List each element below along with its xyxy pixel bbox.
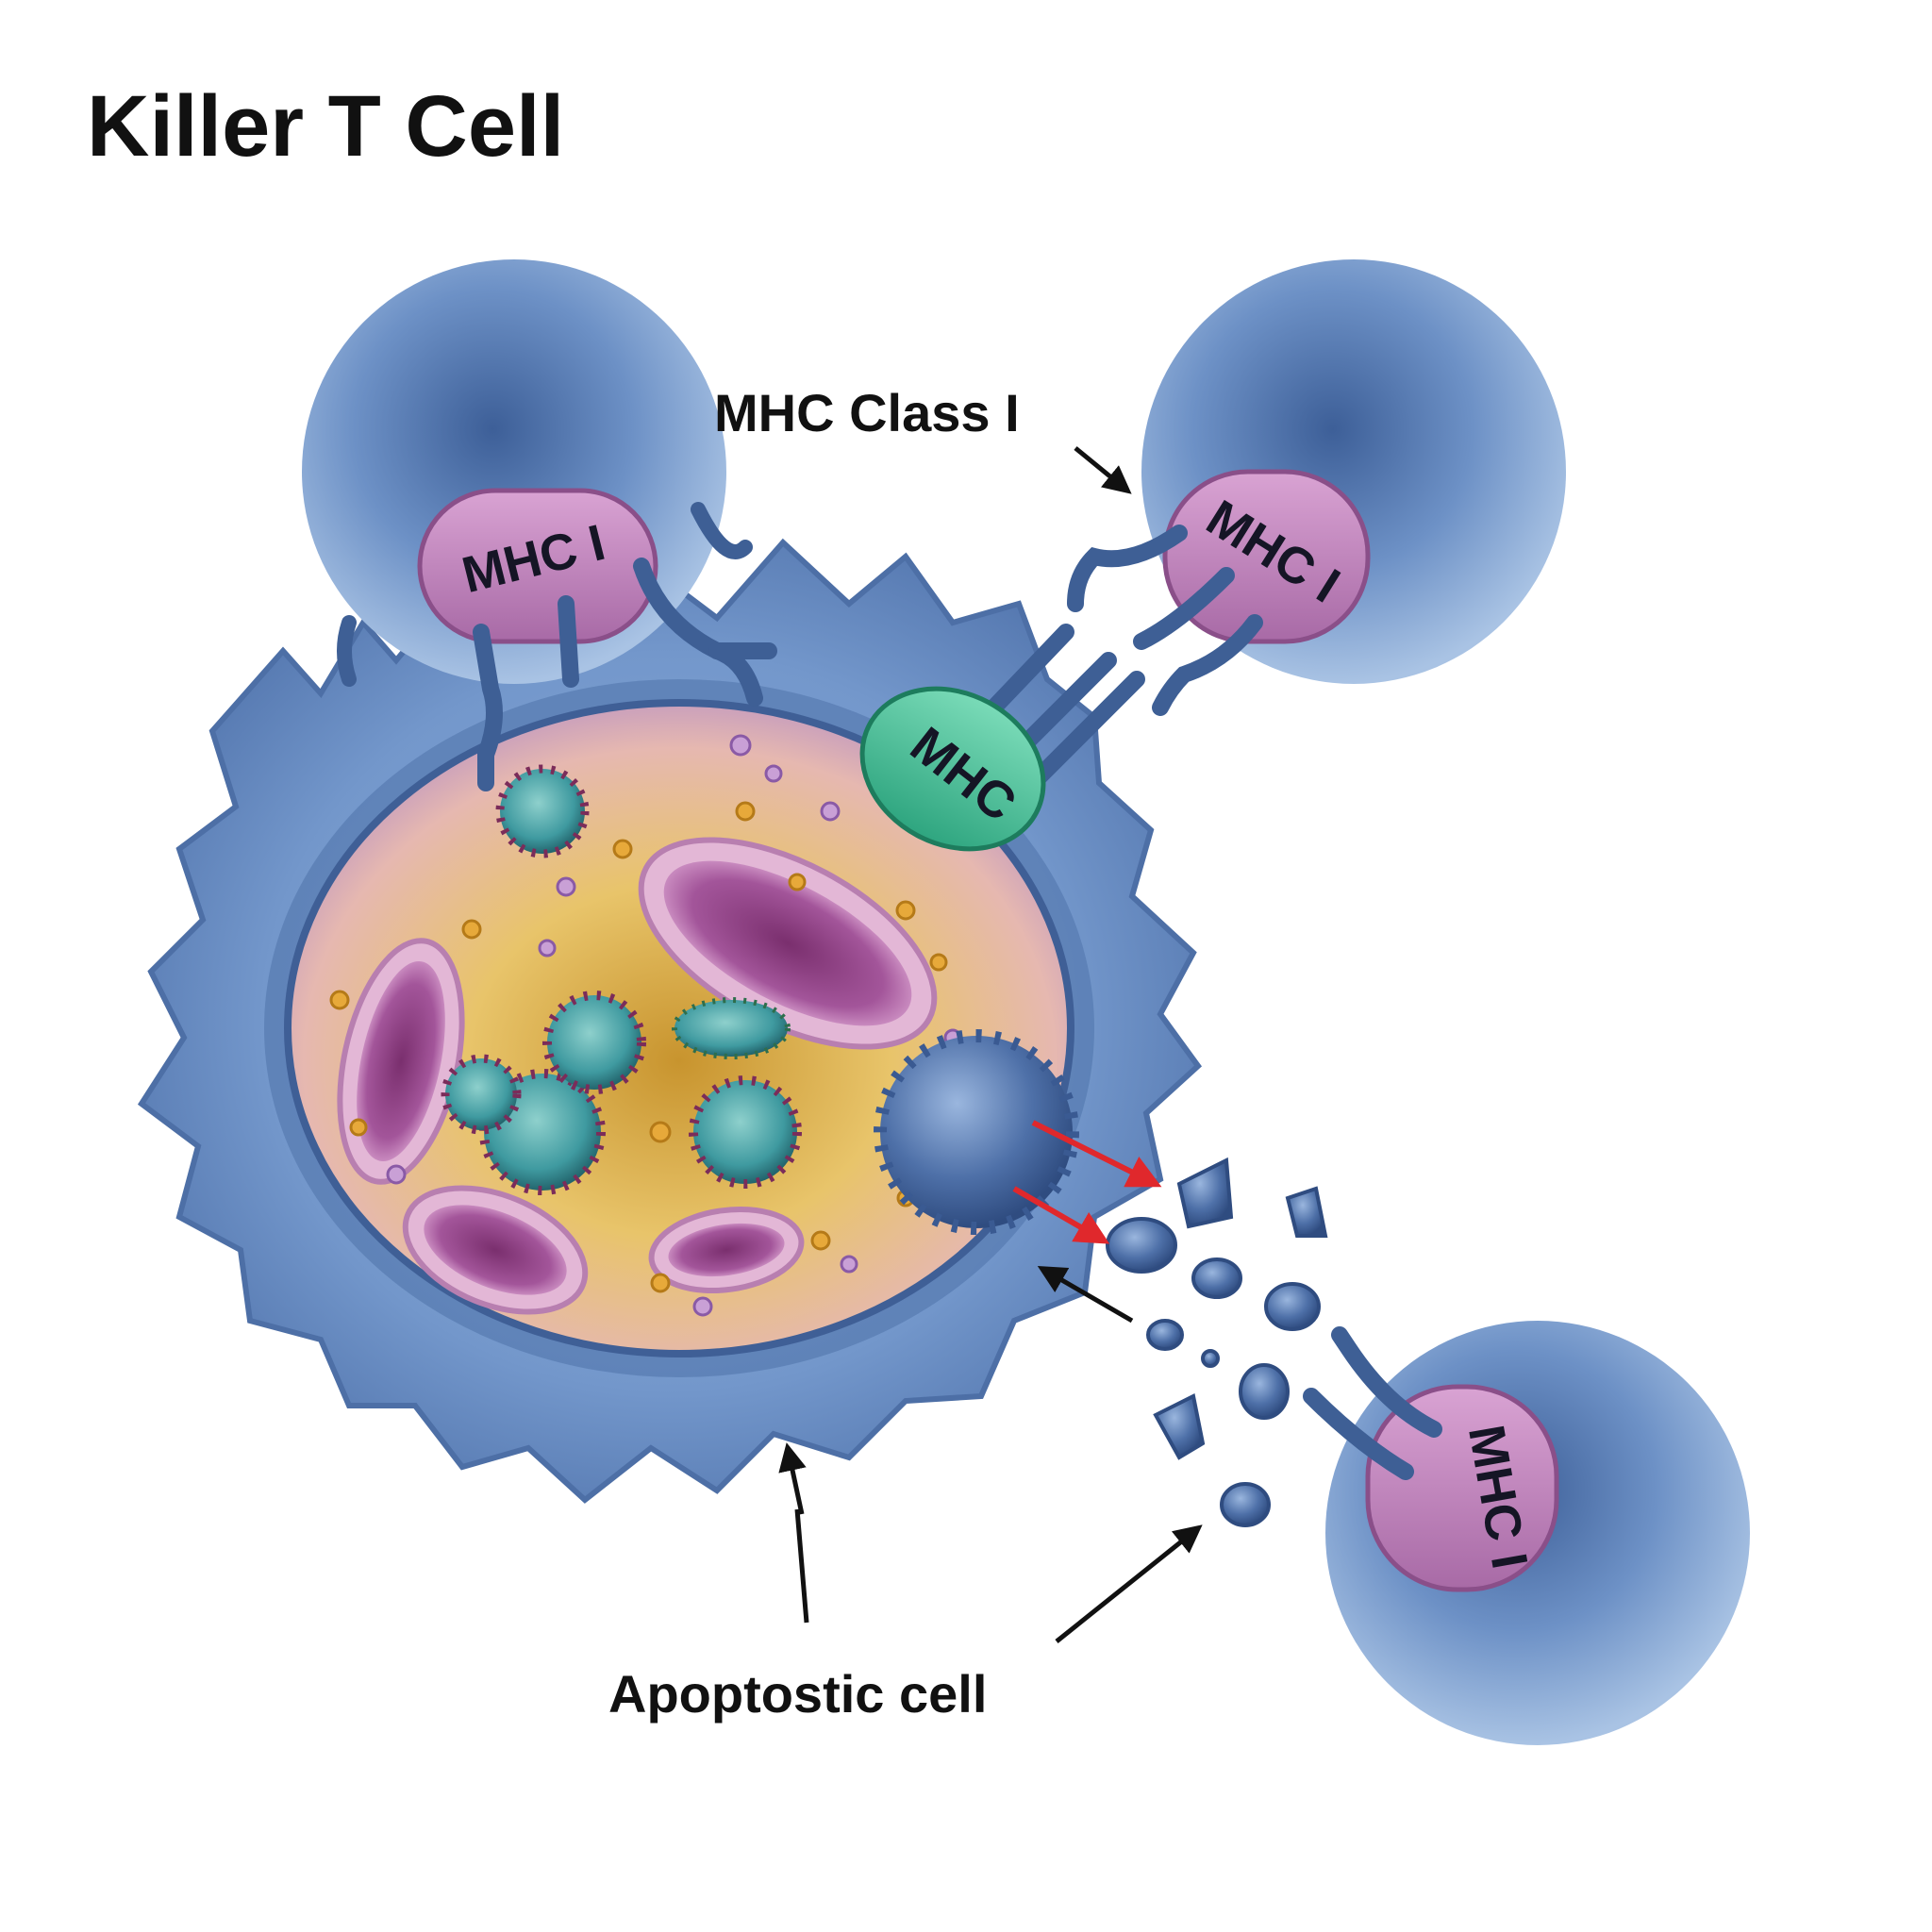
virus xyxy=(495,764,590,858)
killer-t-cell-top-right: MHC I xyxy=(958,259,1566,815)
apoptotic-cell-arrow-up xyxy=(778,1442,807,1515)
red-arrow xyxy=(1012,1186,1110,1244)
mitochondrion xyxy=(402,1185,589,1315)
apoptotic-fragment xyxy=(1285,1186,1328,1238)
apoptotic-fragment xyxy=(1176,1157,1234,1229)
apoptotic-fragment xyxy=(1220,1482,1271,1527)
apoptotic-fragment xyxy=(1201,1349,1220,1368)
apoptotic-cell-label: Apoptostic cell xyxy=(608,1664,987,1724)
killer-t-cell-top-left: MHC I xyxy=(302,259,777,791)
apoptotic-fragment xyxy=(1146,1319,1184,1351)
red-arrow xyxy=(1031,1120,1162,1188)
mhc-class-label: MHC Class I xyxy=(714,383,1020,442)
mitochondrion xyxy=(638,837,938,1050)
apoptotic-blebbing-cell xyxy=(874,1029,1079,1235)
mitochondrion xyxy=(648,1206,805,1294)
target-cell xyxy=(137,538,1203,1504)
apoptotic-fragments xyxy=(1106,1157,1328,1527)
mhc-class-arrow xyxy=(1074,446,1132,494)
virus xyxy=(689,1075,802,1189)
apoptotic-fragment xyxy=(1239,1363,1290,1420)
virus xyxy=(441,1054,522,1135)
mhc-receptor-top-right xyxy=(1162,469,1371,644)
killer-t-cell-bottom-right: MHC I xyxy=(1303,1321,1750,1745)
diagram-title: Killer T Cell xyxy=(87,78,564,175)
virus xyxy=(542,991,646,1094)
apoptotic-fragment xyxy=(1191,1257,1242,1299)
apoptotic-fragment xyxy=(1264,1282,1321,1331)
virus xyxy=(672,997,791,1059)
blebbing-arrow xyxy=(1037,1265,1134,1324)
target-mhc-molecule: MHC xyxy=(859,686,1046,852)
mhc-receptor-bottom-right xyxy=(1365,1384,1559,1592)
apoptotic-cell-pointer xyxy=(794,1508,809,1624)
mhc-receptor-top-left xyxy=(417,488,658,644)
apoptotic-cell-arrow-right xyxy=(1055,1524,1203,1643)
apoptotic-fragment xyxy=(1153,1393,1206,1460)
vesicles xyxy=(329,734,962,1317)
apoptotic-fragment xyxy=(1106,1217,1177,1274)
